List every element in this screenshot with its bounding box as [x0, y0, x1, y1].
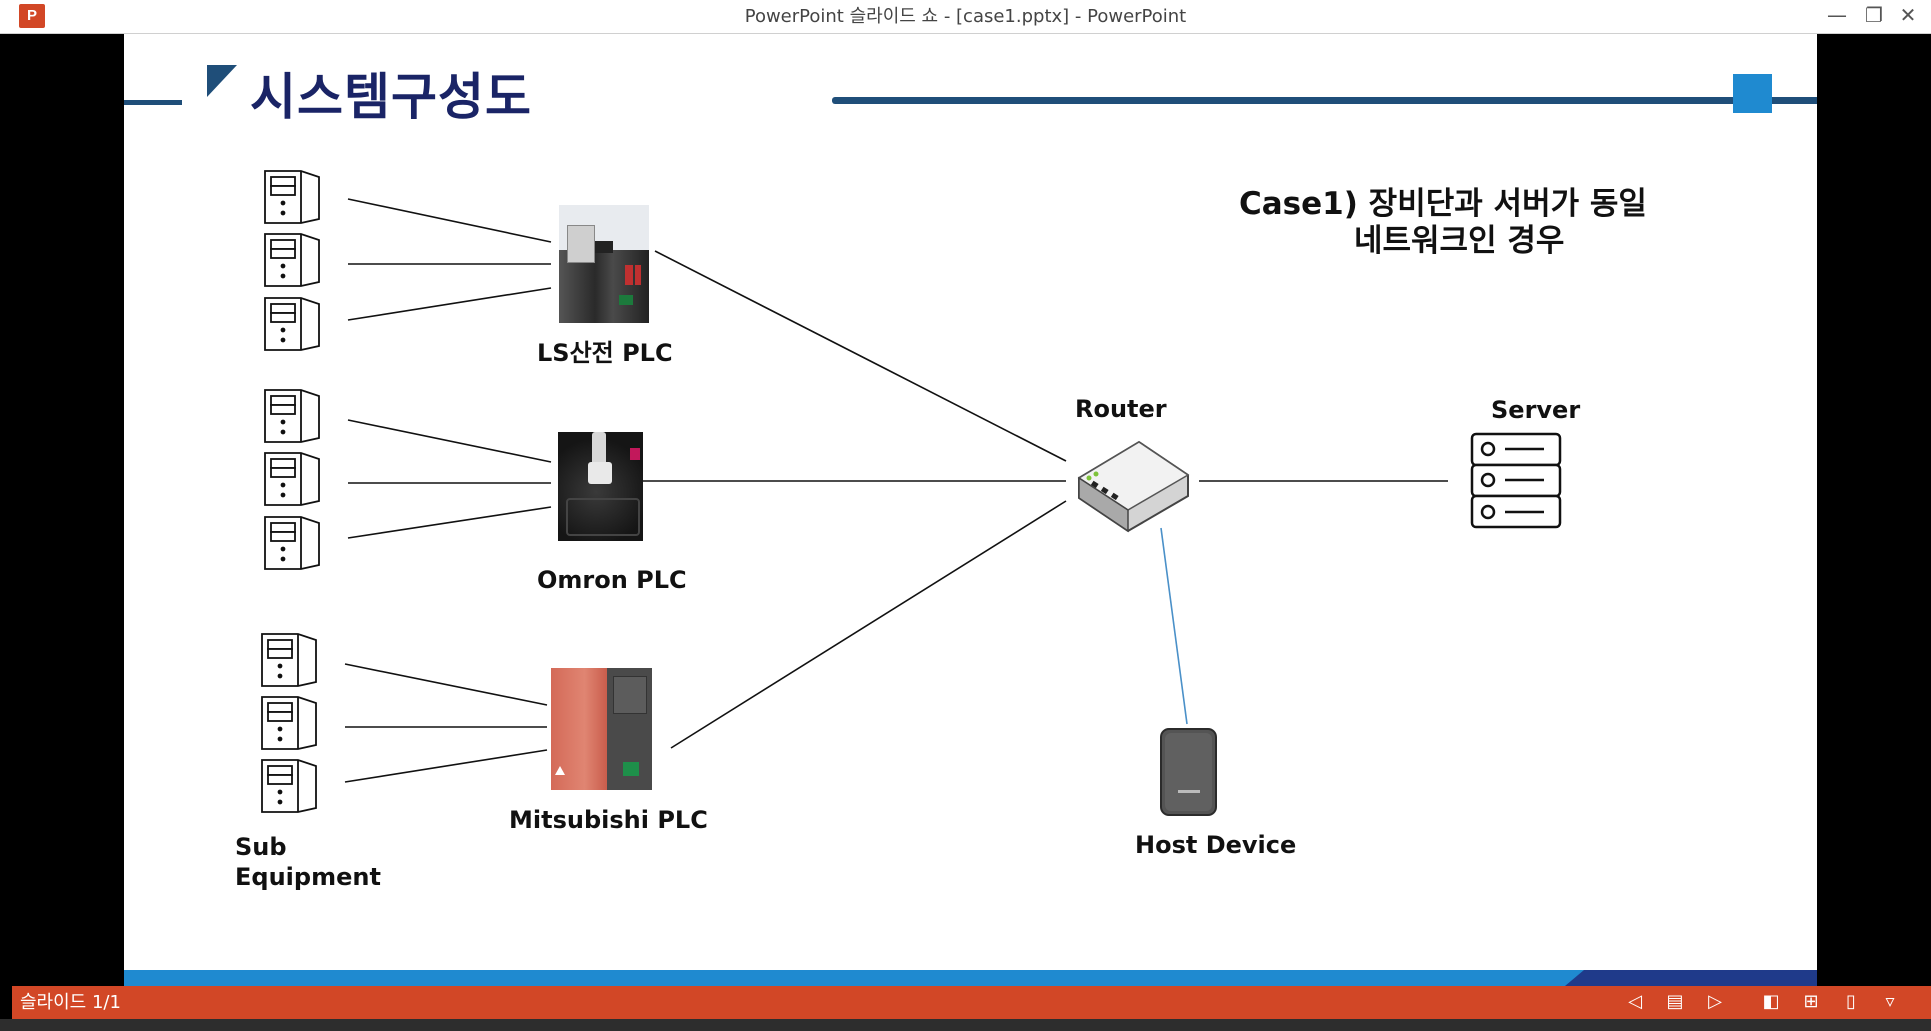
- next-icon[interactable]: ▷: [1708, 991, 1722, 1012]
- host-device-icon[interactable]: [1160, 728, 1217, 816]
- omron-plc-photo[interactable]: [558, 432, 643, 541]
- title-triangle: [207, 65, 237, 97]
- normal-view-icon[interactable]: ◧: [1762, 991, 1780, 1012]
- sub-equipment-label-line1: Sub: [235, 833, 287, 861]
- restore-button[interactable]: ❐: [1865, 3, 1883, 27]
- ls-plc-photo[interactable]: [559, 205, 649, 323]
- footer-navy-accent: [1565, 970, 1817, 986]
- sub-equipment-label-line2: Equipment: [235, 863, 381, 891]
- window-title: PowerPoint 슬라이드 쇼 - [case1.pptx] - Power…: [744, 6, 1187, 27]
- omron-plc-label: Omron PLC: [537, 566, 687, 594]
- pc-tower-icon[interactable]: [264, 389, 320, 443]
- connection-lines: [344, 198, 1448, 783]
- slide-title: 시스템구성도: [250, 68, 532, 126]
- router-label: Router: [1075, 395, 1167, 423]
- footer-blue-bar: [124, 970, 1817, 986]
- header-right-bar: [832, 97, 1817, 104]
- case-description-line2: 네트워크인 경우: [1354, 223, 1565, 259]
- window-titlebar: P PowerPoint 슬라이드 쇼 - [case1.pptx] - Pow…: [0, 0, 1931, 34]
- reading-view-icon[interactable]: ▯: [1846, 991, 1856, 1012]
- pc-tower-icon[interactable]: [264, 297, 320, 351]
- notes-icon[interactable]: ▤: [1666, 991, 1684, 1012]
- pc-tower-icon[interactable]: [264, 452, 320, 506]
- router-icon[interactable]: [1077, 440, 1190, 533]
- pc-tower-icon[interactable]: [261, 633, 317, 687]
- slide-graphics: [124, 65, 1817, 986]
- pc-tower-icon[interactable]: [261, 759, 317, 813]
- host-device-label: Host Device: [1135, 831, 1297, 859]
- header-square: [1733, 74, 1772, 113]
- powerpoint-app-icon[interactable]: P: [19, 4, 45, 28]
- taskbar-strip: [0, 1019, 1931, 1031]
- status-bar: 슬라이드 1/1 ◁ ▤ ▷ ◧ ⊞ ▯ ▿: [12, 986, 1931, 1019]
- previous-icon[interactable]: ◁: [1628, 991, 1642, 1012]
- mitsubishi-plc-label: Mitsubishi PLC: [509, 806, 708, 834]
- header-left-bar: [124, 100, 182, 105]
- pc-tower-icon[interactable]: [261, 696, 317, 750]
- slide-sorter-icon[interactable]: ⊞: [1803, 991, 1819, 1012]
- slide-counter: 슬라이드 1/1: [20, 992, 121, 1013]
- server-label: Server: [1491, 396, 1581, 424]
- mitsubishi-plc-photo[interactable]: [551, 668, 652, 790]
- host-link-line: [1160, 527, 1188, 725]
- close-button[interactable]: ✕: [1899, 3, 1917, 27]
- minimize-button[interactable]: —: [1827, 3, 1847, 27]
- case-description-line1: Case1) 장비단과 서버가 동일: [1239, 186, 1647, 222]
- pc-tower-icon[interactable]: [264, 516, 320, 570]
- slide-canvas[interactable]: 시스템구성도 Case1) 장비단과 서버가 동일 네트워크인 경우 LS산전 …: [124, 34, 1817, 986]
- pc-tower-icon[interactable]: [264, 233, 320, 287]
- sub-equipment-group: [261, 170, 320, 813]
- server-icon[interactable]: [1470, 432, 1562, 529]
- ls-plc-label: LS산전 PLC: [537, 339, 673, 367]
- slideshow-icon[interactable]: ▿: [1885, 991, 1895, 1012]
- pc-tower-icon[interactable]: [264, 170, 320, 224]
